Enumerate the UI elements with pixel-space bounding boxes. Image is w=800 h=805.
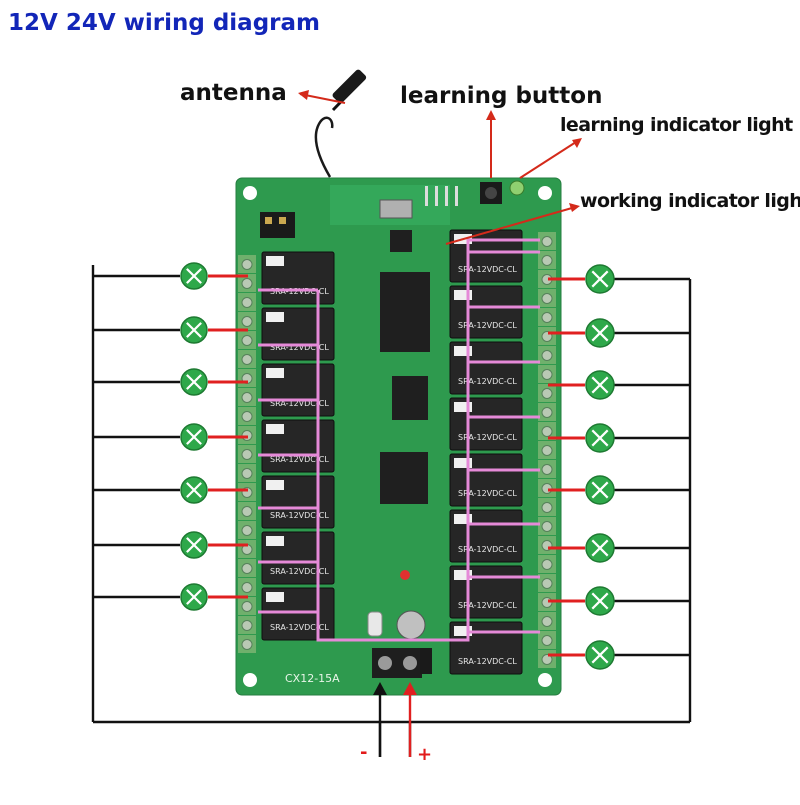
relay-label: SRA-12VDC-CL	[458, 321, 517, 330]
relay-label: SRA-12VDC-CL	[270, 623, 329, 632]
terminal-screw	[241, 563, 253, 574]
lamp-cross	[186, 537, 202, 553]
relay-logo	[454, 458, 472, 468]
lamp-cross	[591, 646, 609, 664]
antenna-icon	[314, 69, 367, 178]
terminal-screw	[241, 601, 253, 612]
terminal-screw	[241, 354, 253, 365]
terminal-screw	[241, 449, 253, 460]
terminal-screw	[541, 578, 553, 589]
pink-wires-right	[468, 250, 540, 634]
relay-logo	[454, 402, 472, 412]
lamp-cross	[591, 592, 609, 610]
relay-label: SRA-12VDC-CL	[270, 567, 329, 576]
lamp-cross	[186, 589, 202, 605]
relay-label: SRA-12VDC-CL	[458, 545, 517, 554]
relay-logo	[266, 480, 284, 490]
terminal-screw	[541, 635, 553, 646]
terminal-screw	[541, 255, 553, 266]
terminal-screw	[541, 293, 553, 304]
lamp-cross	[186, 429, 202, 445]
terminal-screw	[541, 445, 553, 456]
lamps-right	[548, 264, 690, 670]
lamp-cross	[591, 481, 609, 499]
terminal-screw	[541, 654, 553, 665]
relay-label: SRA-12VDC-CL	[270, 455, 329, 464]
relay-logo	[454, 626, 472, 636]
terminal-screw	[241, 411, 253, 422]
terminal-screw	[241, 639, 253, 650]
page-title: 12V 24V wiring diagram	[8, 10, 320, 36]
terminals-right	[538, 232, 556, 668]
pink-bus-wires	[316, 238, 540, 642]
terminal-screw	[541, 369, 553, 380]
relay-logo	[266, 256, 284, 266]
relay-logo	[266, 312, 284, 322]
relay-label: SRA-12VDC-CL	[458, 489, 517, 498]
terminal-screw	[541, 407, 553, 418]
lamp-cross	[591, 376, 609, 394]
terminal-screw	[241, 525, 253, 536]
lamp-cross	[591, 539, 609, 557]
lamp-cross	[591, 324, 609, 342]
pink-wires-left	[258, 288, 318, 614]
relay-label: SRA-12VDC-CL	[458, 433, 517, 442]
relay-label: SRA-12VDC-CL	[458, 657, 517, 666]
terminal-screw	[241, 335, 253, 346]
terminal-screw	[241, 297, 253, 308]
relay-logo	[266, 592, 284, 602]
terminal-screw	[541, 426, 553, 437]
power-arrows	[373, 682, 417, 757]
relay-label: SRA-12VDC-CL	[458, 265, 517, 274]
learning-indicator-label: learning indicator light	[560, 114, 793, 136]
relay-label: SRA-12VDC-CL	[458, 601, 517, 610]
terminal-screw	[541, 502, 553, 513]
terminal-screw	[241, 316, 253, 327]
relay-logo	[266, 368, 284, 378]
terminal-screw	[241, 506, 253, 517]
terminal-screw	[541, 312, 553, 323]
terminals-left	[238, 255, 256, 653]
terminal-screw	[241, 468, 253, 479]
relay-logo	[266, 536, 284, 546]
relay-logo	[454, 570, 472, 580]
terminal-screw	[541, 464, 553, 475]
antenna-label: antenna	[180, 80, 287, 106]
terminal-screw	[541, 616, 553, 627]
learning-button-label: learning button	[400, 83, 603, 109]
relay-label: SRA-12VDC-CL	[270, 399, 329, 408]
relay-label: SRA-12VDC-CL	[270, 343, 329, 352]
lamp-cross	[186, 374, 202, 390]
relay-logo	[454, 346, 472, 356]
terminal-screw	[241, 278, 253, 289]
board-model-text: CX12-15A	[285, 672, 340, 685]
negative-terminal-label: -	[360, 742, 368, 763]
terminal-screw	[241, 620, 253, 631]
relay-logo	[454, 514, 472, 524]
lamps-left	[93, 262, 248, 611]
annotation-arrows	[298, 90, 582, 245]
terminal-screw	[241, 392, 253, 403]
lamp-cross	[591, 429, 609, 447]
terminal-screw	[241, 582, 253, 593]
terminal-screw	[541, 388, 553, 399]
positive-terminal-label: +	[417, 744, 433, 765]
terminal-screw	[541, 350, 553, 361]
terminal-screw	[241, 259, 253, 270]
working-indicator-label: working indicator light	[580, 190, 800, 212]
lamp-cross	[186, 268, 202, 284]
lamp-cross	[186, 322, 202, 338]
relay-logo	[266, 424, 284, 434]
relay-label: SRA-12VDC-CL	[458, 377, 517, 386]
relays-left-column: SRA-12VDC-CL SRA-12VDC-CL SRA-12VDC-CL SRA-…	[261, 251, 335, 641]
terminal-screw	[541, 521, 553, 532]
lamp-cross	[186, 482, 202, 498]
terminal-screw	[541, 559, 553, 570]
lamp-cross	[591, 270, 609, 288]
relay-label: SRA-12VDC-CL	[270, 511, 329, 520]
relay-logo	[454, 290, 472, 300]
terminal-screw	[541, 236, 553, 247]
